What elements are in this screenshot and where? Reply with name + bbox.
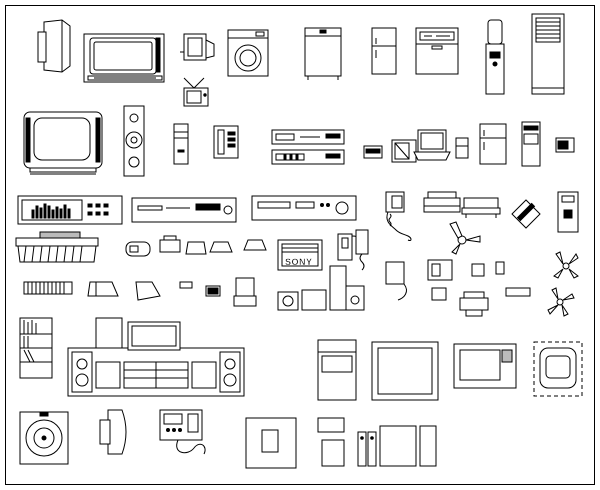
file-folder-icon: [380, 426, 436, 466]
typewriter-icon: [462, 198, 500, 218]
microwave-oven-icon: [454, 344, 516, 388]
microwave-top-icon: [556, 138, 574, 152]
cabinet-icon: [246, 418, 296, 468]
stacked-vcr-icon: [272, 130, 344, 164]
kiosk-icon: [522, 122, 540, 166]
picture-frame-icon: [206, 286, 220, 296]
dishwasher-icon: [416, 28, 458, 74]
cordless-phone-icon: [356, 230, 368, 270]
dvd-player-icon: [252, 196, 356, 220]
copier-icon: [558, 192, 578, 232]
ceiling-fan-icon: [450, 222, 480, 254]
portable-television-icon: [184, 78, 208, 106]
refrigerator-narrow-icon: [372, 28, 396, 74]
laptop-icon: [414, 130, 450, 160]
cd-player-icon: [132, 198, 236, 222]
curtain-rack-icon: [16, 232, 98, 262]
floor-fan-icon: [548, 252, 578, 316]
lamp-icon: [244, 240, 266, 250]
hifi-component-icon: [364, 146, 382, 158]
range-top-icon: [534, 342, 582, 396]
toaster-icon: [160, 236, 180, 252]
mini-fridge-icon: [456, 138, 468, 158]
floor-speaker-icon: [20, 412, 68, 464]
water-cooler-icon: [486, 20, 504, 94]
crt-television-icon: [24, 112, 102, 174]
fax-machine-icon: [424, 192, 460, 212]
desk-telephone-icon: [214, 126, 238, 158]
bread-maker-icon: [186, 242, 206, 254]
paper-bin-icon: [318, 418, 344, 466]
shredder-icon: [512, 200, 540, 228]
stapler-icon: [180, 282, 192, 288]
corded-telephone-icon: [386, 192, 411, 241]
microwave-small-icon: [392, 140, 416, 162]
printer-icon: [460, 262, 504, 316]
book-shelf-icon: [20, 318, 52, 378]
front-load-washer-icon: [228, 30, 268, 76]
pencil-sharpener-icon: [136, 282, 160, 300]
keyboard-icon: [506, 288, 530, 296]
crt-monitor-small-icon: [180, 34, 214, 60]
standing-air-conditioner-icon: [532, 14, 564, 94]
answering-machine-icon: [386, 260, 452, 300]
mouse-icon: [126, 242, 150, 256]
stereo-stack-icon: [278, 266, 364, 310]
tower-speaker-icon: [124, 106, 144, 176]
top-load-washer-icon: [305, 28, 341, 80]
hair-dryer-icon: [88, 282, 118, 296]
blender-icon: [234, 278, 256, 306]
wall-air-conditioner-icon: SONY: [278, 240, 322, 270]
refrigerator-icon: [480, 124, 506, 164]
desktop-tower-icon: [174, 124, 188, 164]
remote-control-icon: [358, 432, 376, 466]
bowl-icon: [210, 242, 232, 252]
console-television-icon: [84, 34, 164, 82]
crt-monitor-side-icon: [38, 20, 70, 72]
television-front-icon: [372, 342, 438, 400]
radiator-icon: [24, 282, 72, 294]
dryer-icon: [318, 340, 356, 400]
brand-label: SONY: [285, 257, 313, 267]
bath-heater-icon: [100, 410, 126, 454]
equalizer-icon: [18, 196, 122, 224]
wall-phone-keypad-icon: [160, 410, 205, 454]
entertainment-center-icon: [68, 318, 244, 396]
